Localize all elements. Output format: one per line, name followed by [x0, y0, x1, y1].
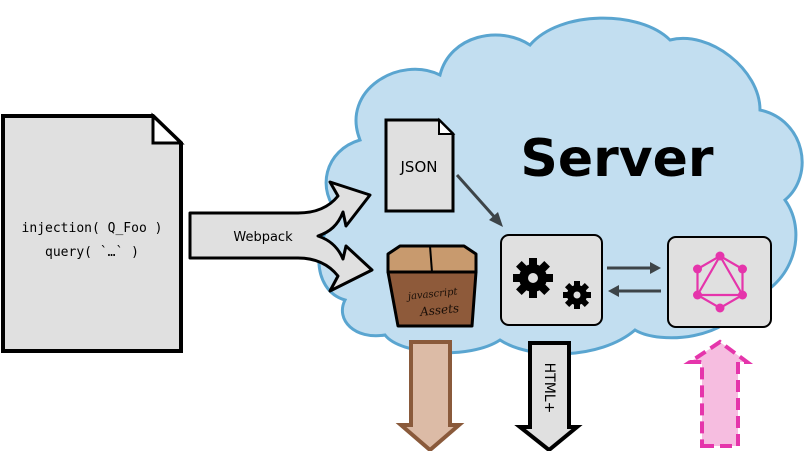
source-file-document: injection( Q_Foo ) query( `…` ) [1, 112, 185, 353]
assets-output-arrow [395, 340, 465, 453]
gears-graphql-exchange-arrows [607, 262, 661, 297]
assets-label-javascript: javascript [405, 286, 459, 302]
html-arrow-label: HTML+ [541, 363, 557, 414]
html-output-arrow: HTML+ [514, 341, 583, 453]
graphql-icon [693, 251, 747, 313]
source-line-query: query( `…` ) [45, 245, 139, 260]
graphql-query-input-arrow [683, 339, 754, 448]
webpack-split-arrow: Webpack [188, 180, 374, 293]
graphql-endpoint [667, 236, 772, 328]
json-document: JSON [384, 117, 456, 213]
source-line-injection: injection( Q_Foo ) [22, 221, 163, 236]
json-label: JSON [400, 158, 438, 176]
server-title: Server [520, 129, 714, 189]
gears-processor [500, 234, 603, 326]
json-to-gears-arrow [455, 174, 503, 227]
webpack-label: Webpack [233, 230, 293, 245]
cardboard-box-icon: javascript Assets [386, 244, 478, 328]
assets-label-assets: Assets [418, 301, 459, 319]
